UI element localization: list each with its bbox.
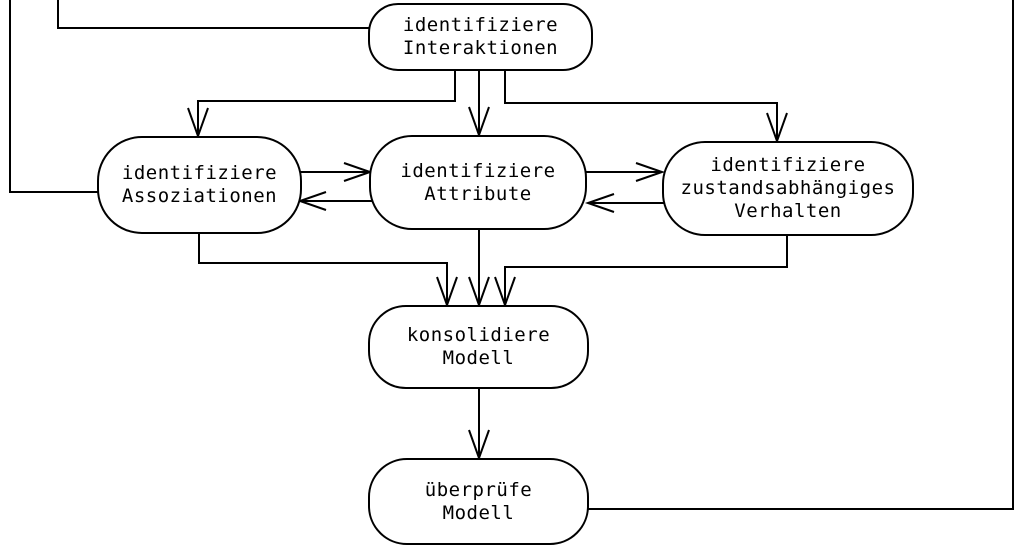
edge-interaktionen-assoziationen [197,71,456,136]
node-konsolidiere-modell: konsolidiere Modell [368,305,589,389]
arrowhead-right-icon [635,162,666,182]
edge-verhalten-konsolidiere [504,236,788,305]
arrowhead-left-icon [584,193,615,213]
edge-interaktionen-verhalten [504,71,778,141]
node-label: identifiziere Assoziationen [121,162,278,207]
node-label: konsolidiere Modell [406,324,551,369]
node-label: überprüfe Modell [424,478,533,524]
edge-offscreen-to-assoziationen [9,0,98,193]
node-ueberpruefe-modell: überprüfe Modell [368,458,589,545]
node-identifiziere-attribute: identifiziere Attribute [369,135,587,230]
node-identifiziere-assoziationen: identifiziere Assoziationen [97,136,302,234]
node-label: identifiziere Attribute [400,159,556,205]
node-label: identifiziere zustandsabhängiges Verhalt… [680,154,896,222]
edge-ueberpruefe-to-offscreen [588,0,1014,510]
node-label: identifiziere Interaktionen [402,14,559,59]
node-identifiziere-zustandsabhaengiges-verhalten: identifiziere zustandsabhängiges Verhalt… [662,141,914,236]
edge-assoziationen-konsolidiere [198,234,448,305]
node-identifiziere-interaktionen: identifiziere Interaktionen [368,3,593,71]
edge-offscreen-to-interaktionen [57,0,369,29]
